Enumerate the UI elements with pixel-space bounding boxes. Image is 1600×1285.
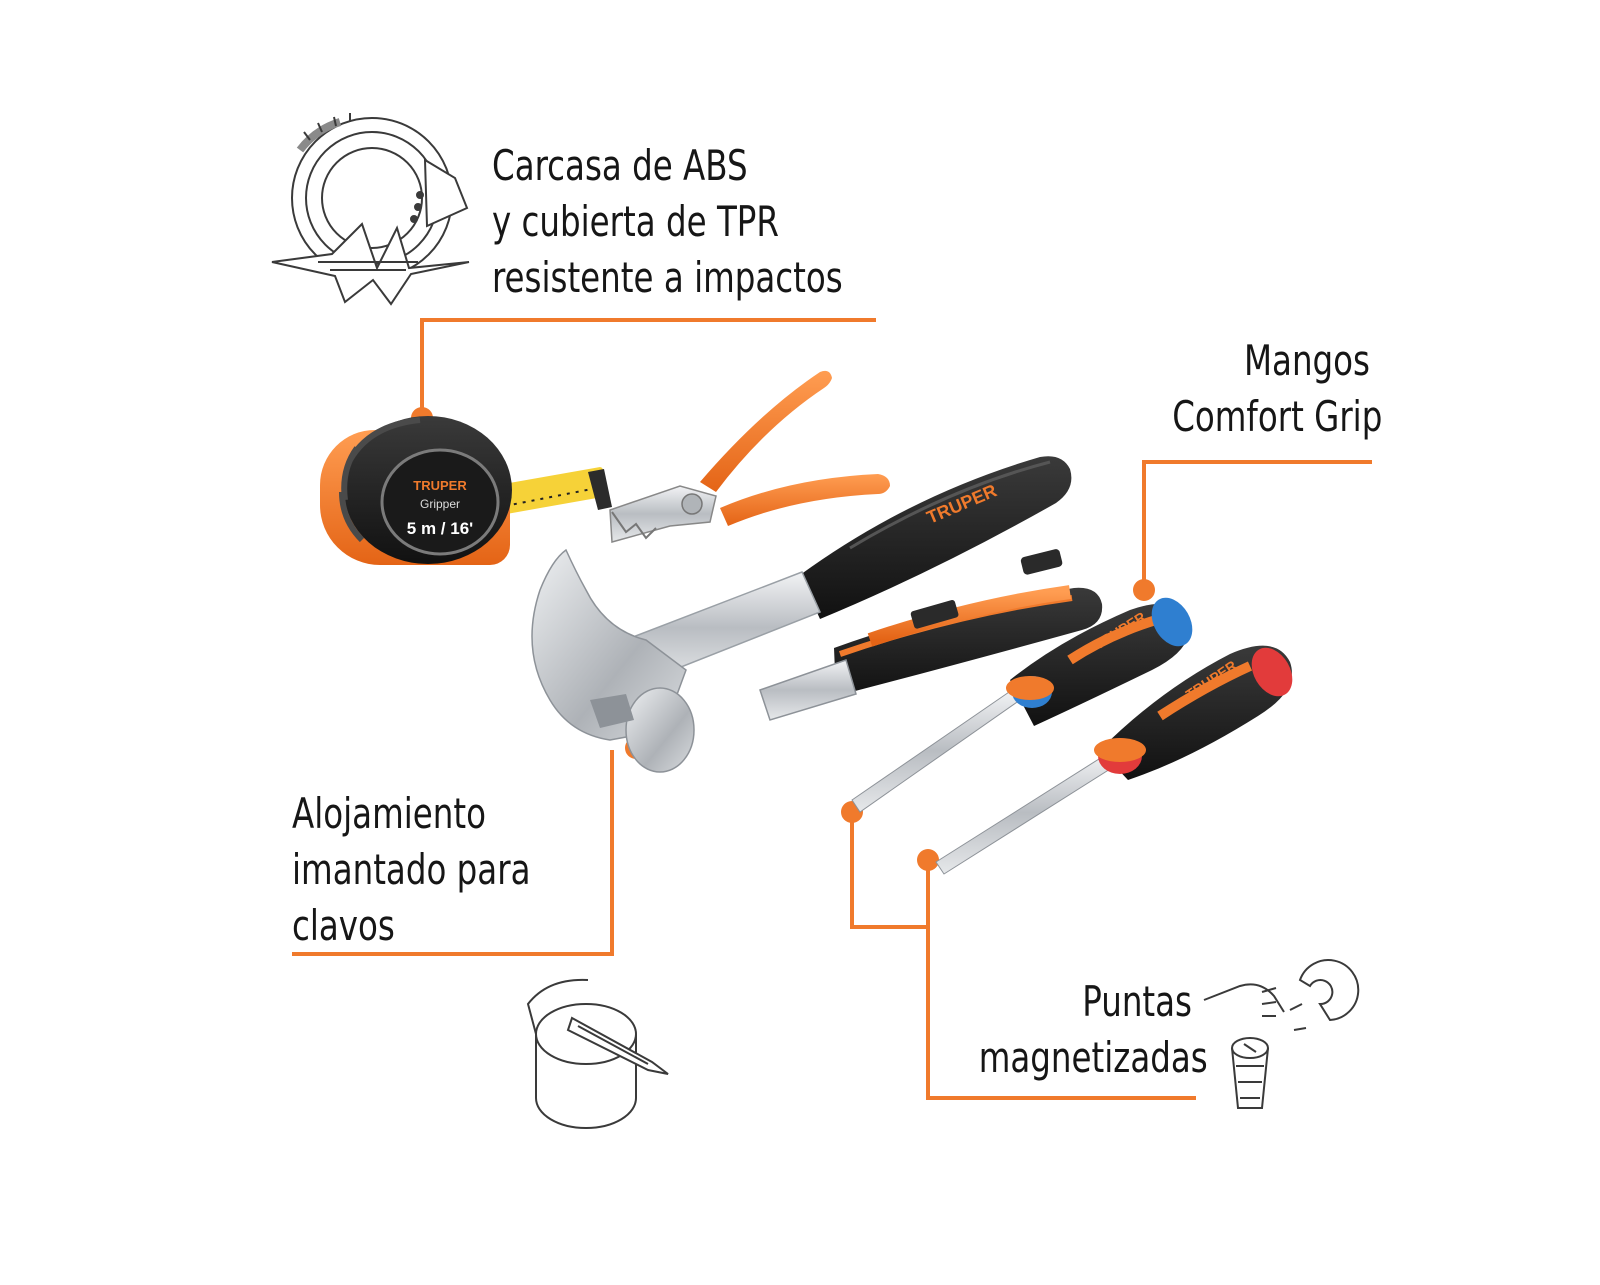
flat-screwdriver: TRUPER xyxy=(935,645,1293,875)
callout-abs-text: Carcasa de ABS y cubierta de TPR resiste… xyxy=(492,138,843,306)
callout-imantado-text: Alojamiento imantado para clavos xyxy=(292,786,530,954)
callout-line-comfort xyxy=(1142,460,1372,590)
callout-lines xyxy=(292,318,1372,1100)
nail-holder-icon xyxy=(526,978,669,1129)
callout-line-imantado xyxy=(292,750,614,956)
callout-line-abs xyxy=(420,318,876,418)
callout-imantado-line2: imantado para xyxy=(292,845,531,894)
magnet-screw-icon xyxy=(1203,959,1360,1109)
pliers xyxy=(609,370,890,543)
hammer: TRUPER xyxy=(531,456,1072,773)
callout-comfort-line2: Comfort Grip xyxy=(1172,392,1383,441)
tape-measure-impact-icon xyxy=(271,113,470,306)
callout-imantado-line3: clavos xyxy=(292,901,395,950)
callout-puntas-text: Puntas magnetizadas xyxy=(978,974,1208,1086)
callout-imantado-line1: Alojamiento xyxy=(292,789,486,838)
callout-line-puntas-b xyxy=(926,860,1196,1100)
callout-comfort-line1: Mangos xyxy=(1243,336,1370,385)
tape-measure: TRUPER Gripper 5 m / 16' xyxy=(320,416,612,565)
utility-knife xyxy=(759,549,1103,721)
callout-puntas-line2: magnetizadas xyxy=(978,1033,1208,1082)
callout-abs-line1: Carcasa de ABS xyxy=(492,141,748,190)
callout-abs-line3: resistente a impactos xyxy=(492,253,843,302)
callout-dot-screwdriver-handle xyxy=(1133,579,1155,601)
callout-dot-flat-tip xyxy=(917,849,939,871)
tape-size-text: 5 m / 16' xyxy=(407,519,473,538)
callout-comfort-text: Mangos Comfort Grip xyxy=(1172,333,1383,445)
callout-puntas-line1: Puntas xyxy=(1082,977,1192,1026)
callout-abs-line2: y cubierta de TPR xyxy=(492,197,779,246)
tape-model-text: Gripper xyxy=(420,497,460,511)
tape-brand-text: TRUPER xyxy=(413,478,467,493)
callout-line-puntas-a xyxy=(850,812,928,929)
